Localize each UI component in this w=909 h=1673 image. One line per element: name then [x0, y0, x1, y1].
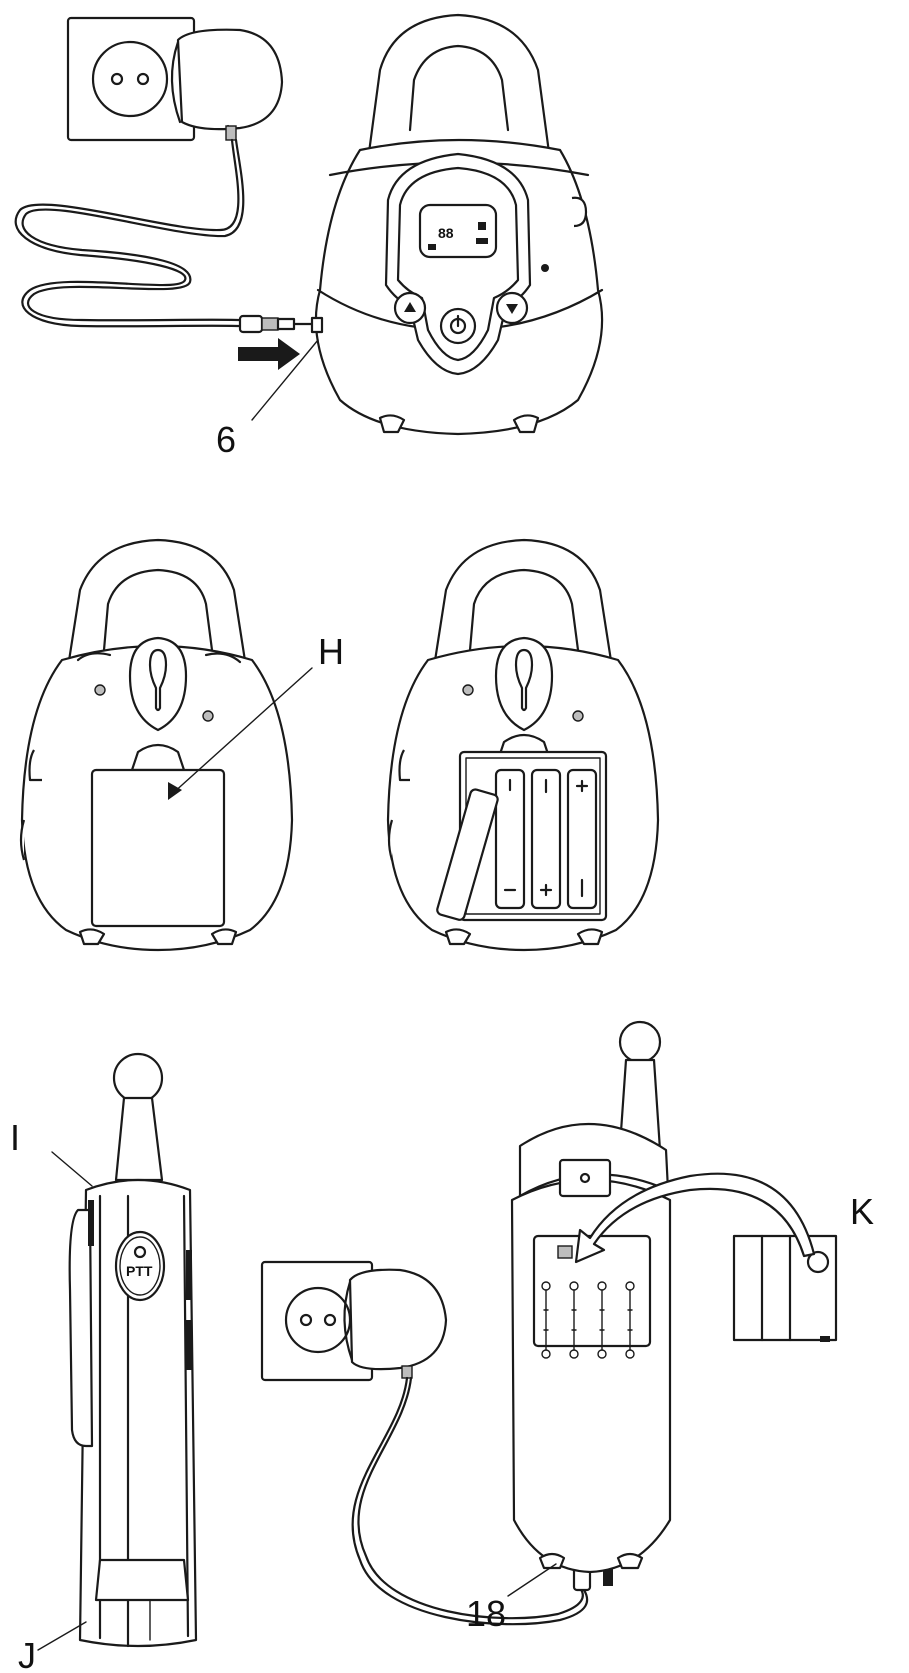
adapter-cable [14, 138, 242, 328]
panel-battery-compartment-open [386, 538, 660, 952]
wall-socket [66, 16, 196, 142]
power-adapter-2 [343, 1268, 448, 1379]
battery-aaa-2 [530, 768, 562, 910]
callout-J: J [18, 1635, 36, 1673]
insert-pack-arrow-icon [574, 1172, 816, 1264]
battery-contacts [541, 1281, 635, 1359]
callout-18: 18 [466, 1593, 506, 1634]
power-button[interactable] [439, 307, 477, 345]
volume-up-button[interactable] [495, 291, 529, 325]
panel-parent-unit-charging: K 18 [260, 1020, 874, 1634]
lcd-display: 88 [418, 203, 498, 259]
panel-power-connection: 88 [14, 13, 604, 460]
baby-unit-front: 88 [310, 13, 604, 436]
callout-K: K [850, 1191, 874, 1232]
dc-plug [238, 314, 314, 334]
battery-pack [732, 1234, 838, 1342]
battery-cover[interactable] [90, 768, 226, 928]
callout-I: I [10, 1117, 20, 1158]
power-adapter [170, 28, 284, 142]
panel-parent-unit-side: PTT I J [10, 1052, 198, 1673]
adapter-cable-2 [351, 1376, 589, 1626]
callout-H: H [318, 631, 344, 672]
ptt-button[interactable]: PTT [114, 1230, 166, 1302]
volume-down-button[interactable] [393, 291, 427, 325]
ptt-label: PTT [126, 1263, 153, 1279]
battery-aaa-1 [494, 768, 526, 910]
panel-battery-cover-closed: H [19, 538, 344, 952]
battery-aaa-3 [566, 768, 598, 910]
battery-aaa-inserting [436, 788, 499, 921]
parent-unit-back [510, 1020, 672, 1574]
callout-6: 6 [216, 419, 236, 460]
lcd-digits: 88 [438, 225, 454, 241]
led-icon [541, 264, 549, 272]
insert-arrow-icon [238, 338, 300, 370]
